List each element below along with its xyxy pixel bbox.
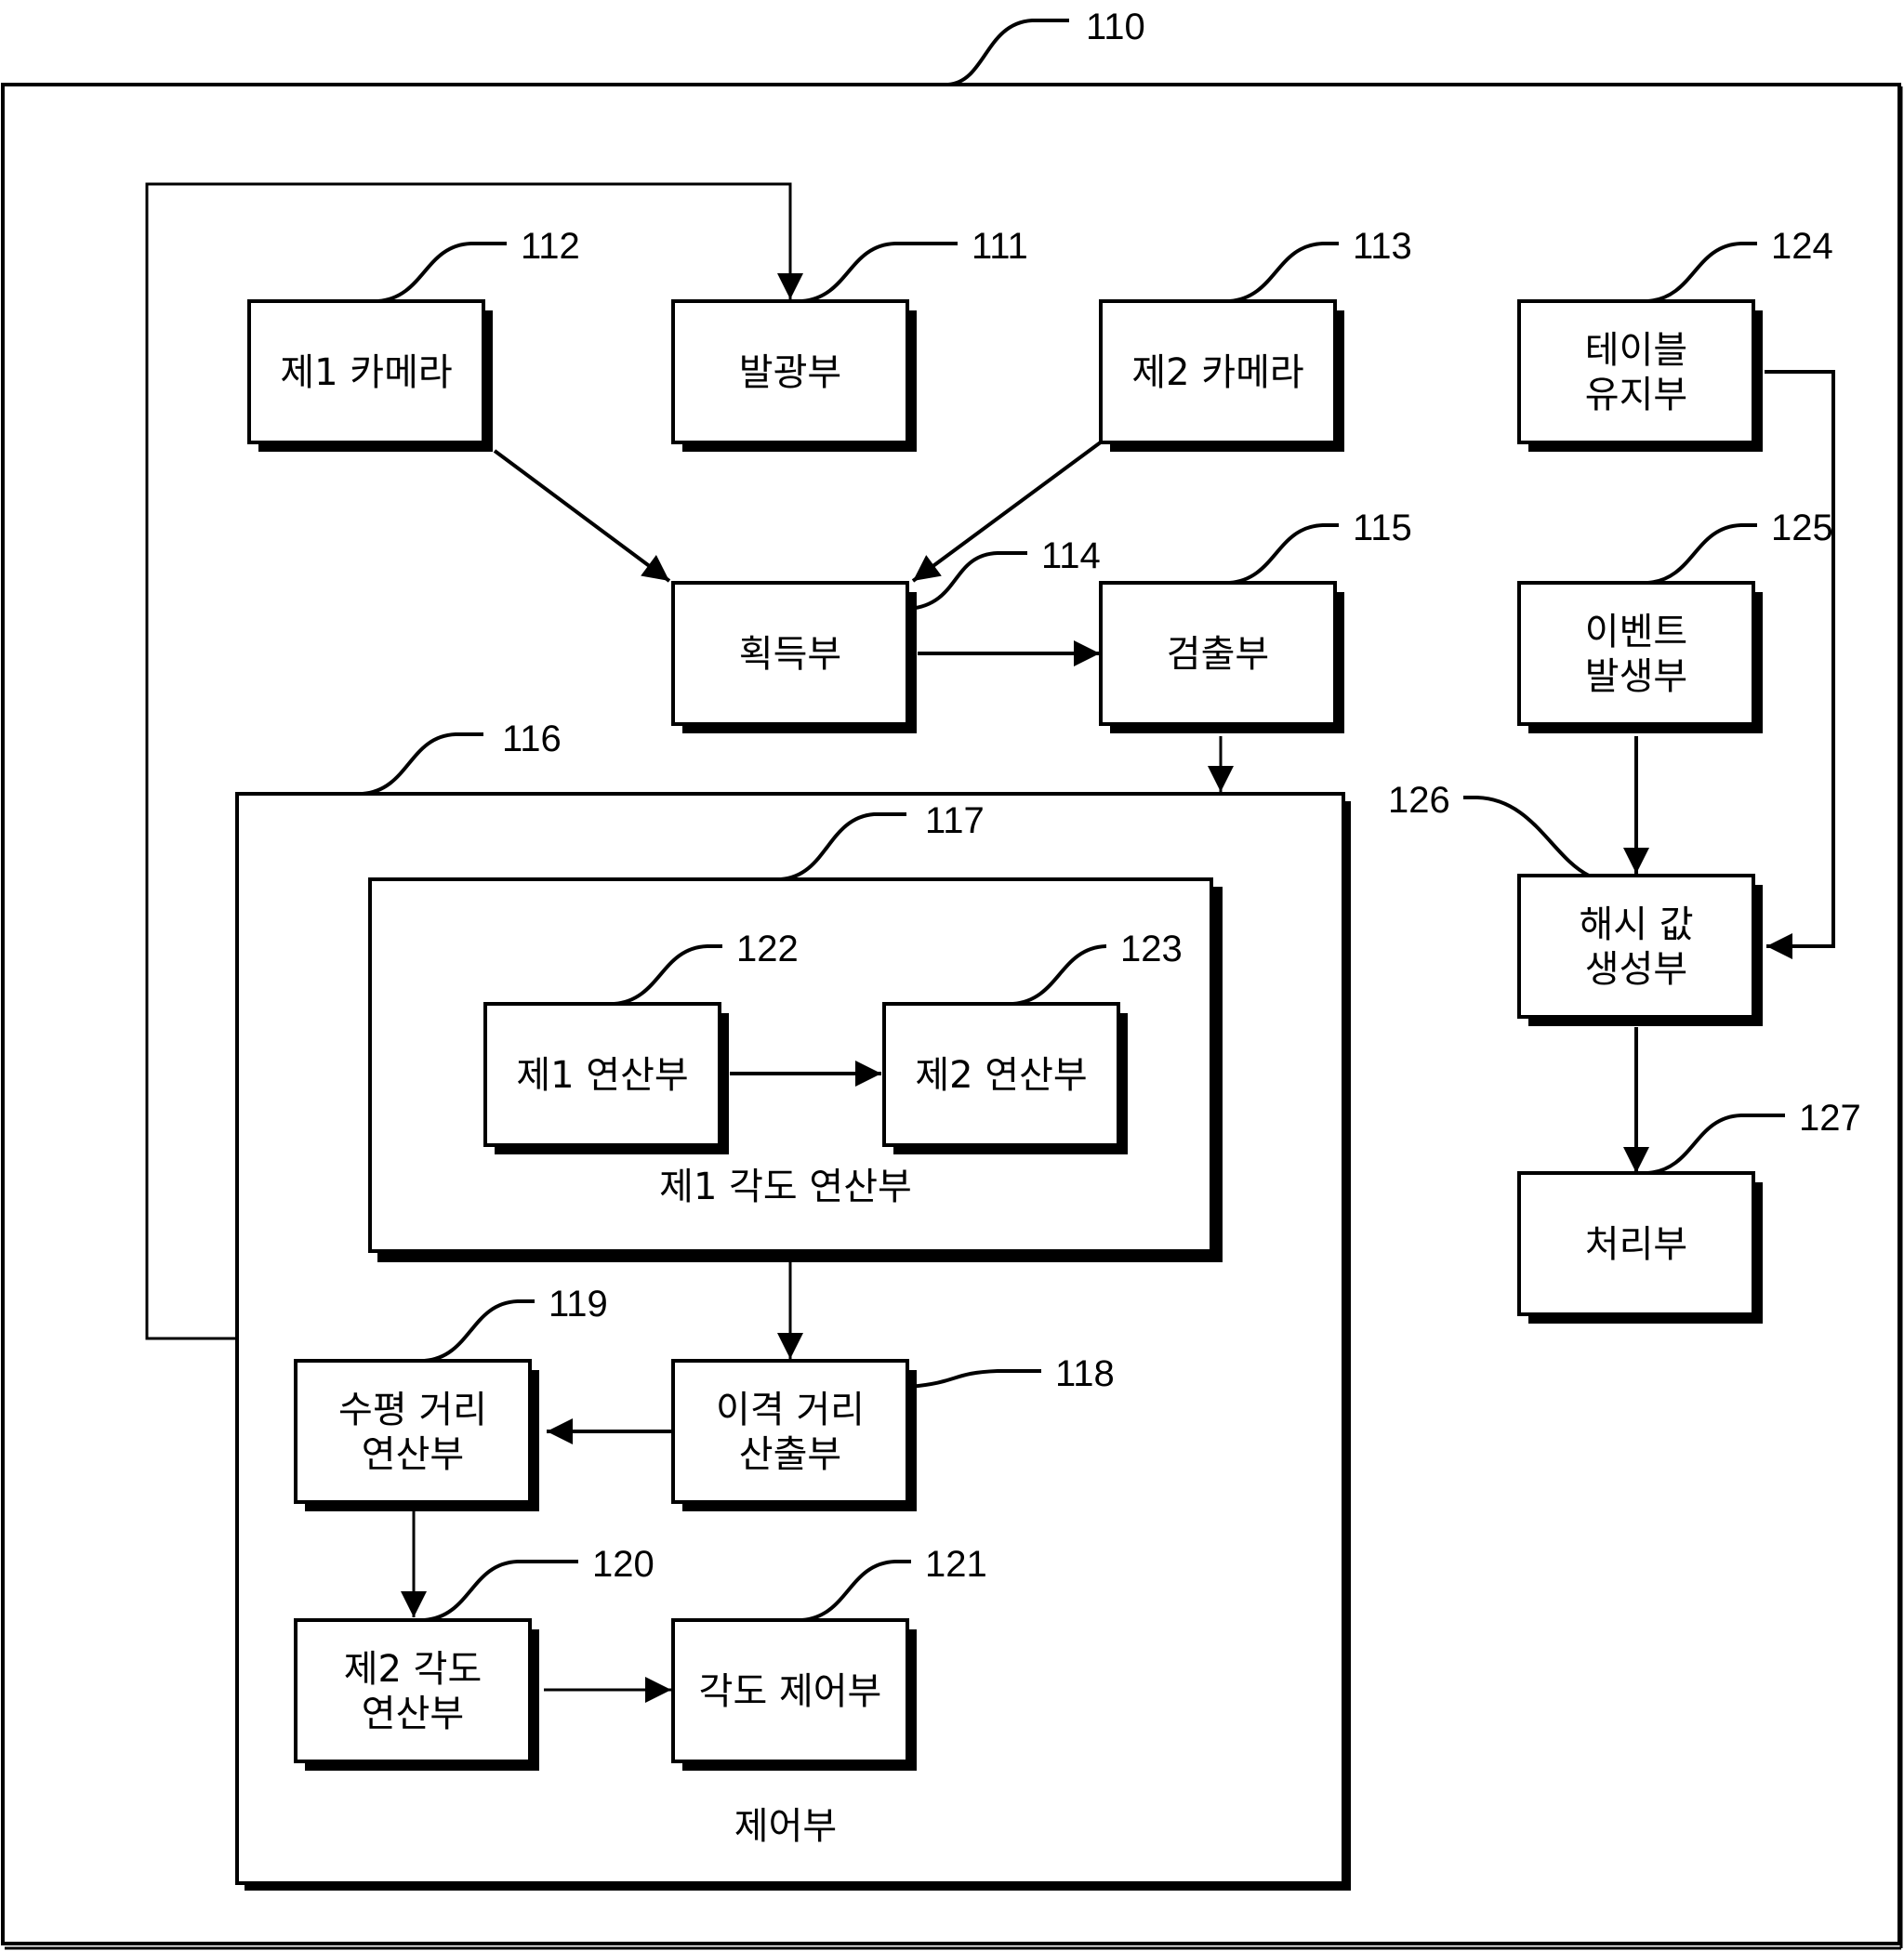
box-first-camera: 제1 카메라 112	[247, 226, 580, 452]
box-frame	[247, 299, 485, 444]
box-frame	[671, 581, 909, 726]
box-label: 수평 거리	[338, 1389, 487, 1431]
ref-117: 117	[780, 800, 985, 881]
ref-number: 123	[1120, 929, 1183, 969]
box-frame	[671, 1618, 909, 1763]
ref-number: 110	[1086, 7, 1145, 47]
box-detector: 검출부 115	[1099, 508, 1412, 733]
box-light-emitter: 발광부 111	[671, 226, 1028, 452]
ref-number: 120	[592, 1544, 654, 1585]
ref-number: 126	[1388, 780, 1450, 821]
box-frame	[671, 1359, 909, 1504]
box-frame	[882, 1002, 1120, 1147]
box-first-operator: 제1 연산부 122	[483, 929, 799, 1154]
box-label: 처리부	[1585, 1223, 1687, 1266]
leader-line	[1647, 242, 1757, 303]
box-label: 이벤트	[1585, 611, 1687, 653]
box-label: 각도 제어부	[699, 1670, 882, 1713]
box-label: 해시 값	[1579, 903, 1693, 946]
box-frame	[671, 299, 909, 444]
ref-number: 115	[1353, 508, 1412, 548]
box-second-operator: 제2 연산부 123	[882, 929, 1183, 1154]
box-frame	[294, 1618, 532, 1763]
box-label: 발광부	[739, 351, 841, 394]
box-label: 제1 연산부	[516, 1054, 688, 1097]
box-frame	[294, 1359, 532, 1504]
leader-line	[1012, 944, 1106, 1006]
leader-line	[424, 1560, 578, 1622]
leader-line	[424, 1299, 535, 1363]
box-label: 테이블	[1585, 329, 1687, 372]
box-frame	[483, 1002, 721, 1147]
group-label-controller: 제어부	[734, 1805, 837, 1848]
box-frame	[1517, 581, 1755, 726]
leader-line	[1229, 523, 1339, 585]
ref-116: 116	[362, 718, 562, 796]
leader-line	[908, 551, 1027, 611]
box-frame	[1099, 581, 1337, 726]
box-frame	[1517, 299, 1755, 444]
box-label: 연산부	[362, 1433, 464, 1476]
ref-number: 125	[1771, 508, 1833, 548]
group-label-first-angle: 제1 각도 연산부	[659, 1166, 912, 1208]
box-label: 검출부	[1167, 633, 1269, 676]
box-label: 제2 연산부	[915, 1054, 1087, 1097]
box-label: 이격 거리	[716, 1389, 865, 1431]
ref-number: 111	[972, 226, 1028, 267]
ref-number: 118	[1055, 1353, 1115, 1394]
box-frame	[1099, 299, 1337, 444]
box-label: 생성부	[1585, 948, 1687, 991]
ref-number: 117	[925, 800, 985, 841]
leader-line	[801, 242, 958, 303]
leader-line	[908, 1369, 1041, 1389]
leader-line	[801, 1560, 911, 1622]
box-second-camera: 제2 카메라 113	[1099, 226, 1412, 452]
box-label: 획득부	[739, 633, 841, 676]
box-processor: 처리부 127	[1517, 1098, 1861, 1324]
ref-number: 119	[549, 1284, 608, 1325]
leader-line	[614, 944, 722, 1006]
leader-line	[1647, 1114, 1785, 1175]
leader-line	[1229, 242, 1339, 303]
connector-first-camera-to-acquirer	[493, 449, 671, 583]
ref-number: 122	[736, 929, 799, 969]
box-label: 제2 카메라	[1131, 351, 1303, 394]
ref-number: 127	[1799, 1098, 1861, 1139]
box-frame	[1517, 1171, 1755, 1316]
ref-number: 116	[502, 718, 562, 759]
box-angle-controller: 각도 제어부 121	[671, 1544, 987, 1771]
ref-number: 121	[925, 1544, 987, 1585]
box-label: 제1 카메라	[280, 351, 452, 394]
box-label: 유지부	[1585, 374, 1687, 416]
box-label: 제2 각도	[344, 1648, 483, 1691]
box-label: 연산부	[362, 1693, 464, 1735]
ref-number: 113	[1353, 226, 1412, 267]
box-acquirer: 획득부 114	[671, 535, 1101, 733]
leader-line	[1463, 796, 1590, 877]
connector-controller-to-light-emitter	[145, 182, 803, 1340]
ref-number: 114	[1041, 535, 1101, 576]
ref-number: 124	[1771, 226, 1833, 267]
ref-110: 110	[947, 7, 1145, 86]
ref-number: 112	[521, 226, 580, 267]
box-label: 산출부	[739, 1433, 841, 1476]
leader-line	[1647, 523, 1757, 585]
leader-line	[377, 242, 507, 303]
box-frame	[1517, 874, 1755, 1019]
box-label: 발생부	[1585, 655, 1687, 698]
connector-second-camera-to-acquirer	[911, 440, 1104, 583]
connector-table-to-hash	[1765, 370, 1835, 959]
